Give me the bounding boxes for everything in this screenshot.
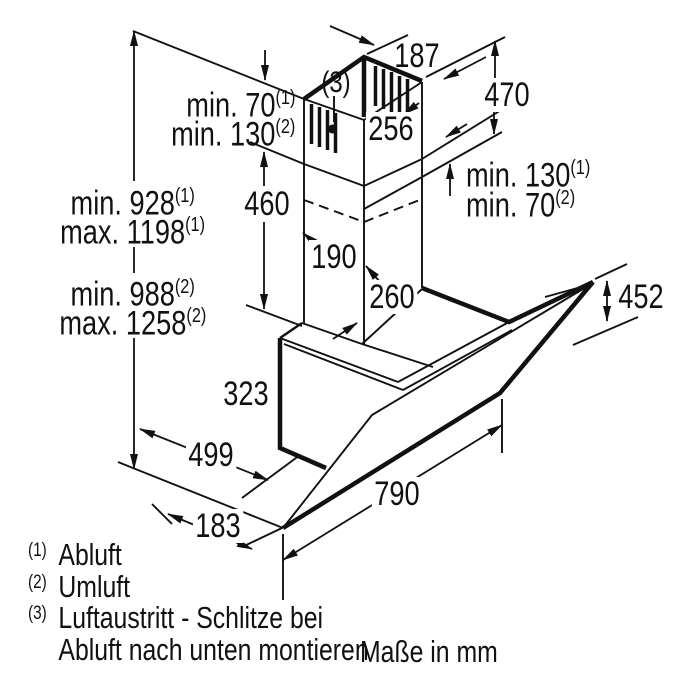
- seam-right-extension-2: [421, 131, 503, 178]
- chimney-base-extension: [245, 304, 303, 327]
- chimney-contact-front: [361, 343, 434, 368]
- footnote-1: (1)Abluft: [28, 537, 122, 572]
- dim-260-leader-a: [365, 265, 381, 283]
- dim-label-499: 499: [180, 438, 243, 472]
- hood-top-left-rim: [279, 321, 303, 340]
- mount-height-line4: max. 1258(2): [59, 304, 207, 343]
- dim-label-470: 470: [476, 78, 539, 112]
- chimney-seam-line-1: [303, 158, 423, 188]
- chimney-telescope-dashed-line: [303, 198, 423, 224]
- dim-187-arrow-left: [329, 25, 375, 46]
- top-left-clearance-line2: min. 130(2): [170, 115, 295, 154]
- glass-upper-edge: [282, 282, 594, 529]
- hood-top-front-left-edge-2: [283, 343, 404, 391]
- right-clearance-line1: min. 130(1): [466, 156, 591, 195]
- top-left-clearance-line1: min. 70(1): [185, 86, 295, 125]
- hood-body: [279, 288, 513, 391]
- units-note: Maße in mm: [360, 634, 498, 669]
- chimney-contact-left: [301, 322, 363, 345]
- dim-label-323: 323: [215, 377, 278, 411]
- dim-label-452: 452: [618, 278, 664, 316]
- chimney-top-edges: [302, 54, 423, 117]
- vent-slots-left: [309, 104, 338, 153]
- ceiling-extension-line: [132, 30, 305, 100]
- chimney-outline: [303, 81, 423, 345]
- glass-bottom-extension: [572, 316, 639, 346]
- dim-260-leader-b: [332, 322, 358, 340]
- outlet-marker-label: (3): [321, 66, 351, 99]
- glass-tip-edge: [544, 283, 593, 298]
- dim-label-790: 790: [366, 477, 429, 511]
- footnote-2: (2)Umluft: [28, 569, 131, 604]
- dim-label-260: 260: [361, 280, 424, 314]
- right-clearance-line2: min. 70(2): [466, 186, 576, 225]
- seam-right-extension-1: [421, 106, 507, 160]
- seam-left-extension: [249, 141, 305, 165]
- dim-label-190: 190: [303, 240, 366, 274]
- dim-256-leader-b: [445, 123, 468, 138]
- depth-right-extension: [241, 454, 301, 499]
- hood-thick-edges: [277, 279, 594, 471]
- mount-height-line1: min. 928(1): [70, 184, 196, 223]
- outlet-point-dot: [328, 124, 337, 134]
- dim-label-256: 256: [360, 112, 423, 146]
- glass-panel: [281, 280, 595, 530]
- dim-label-183: 183: [187, 509, 250, 543]
- hood-top-front-edge: [397, 321, 510, 383]
- mount-height-line2: max. 1198(1): [60, 213, 206, 252]
- dim-label-460: 460: [236, 187, 299, 221]
- glass-top-extension: [594, 263, 628, 280]
- apex-extension: [366, 34, 409, 55]
- dim-label-187: 187: [394, 37, 440, 75]
- chimney-seam-line-2: [363, 176, 423, 210]
- hood-top-right-edge: [421, 279, 594, 325]
- hood-top-front-left-edge: [279, 337, 399, 383]
- dim-187-arrow-right: [443, 56, 487, 80]
- hood-top-front-edge-2: [402, 329, 513, 391]
- mount-height-line3: min. 988(2): [70, 275, 196, 314]
- glass-lower-edge: [281, 280, 595, 530]
- footnote-3-continued: Abluft nach unten montieren: [58, 632, 369, 667]
- footnote-3: (3)Luftaustritt - Schlitze bei: [28, 600, 324, 635]
